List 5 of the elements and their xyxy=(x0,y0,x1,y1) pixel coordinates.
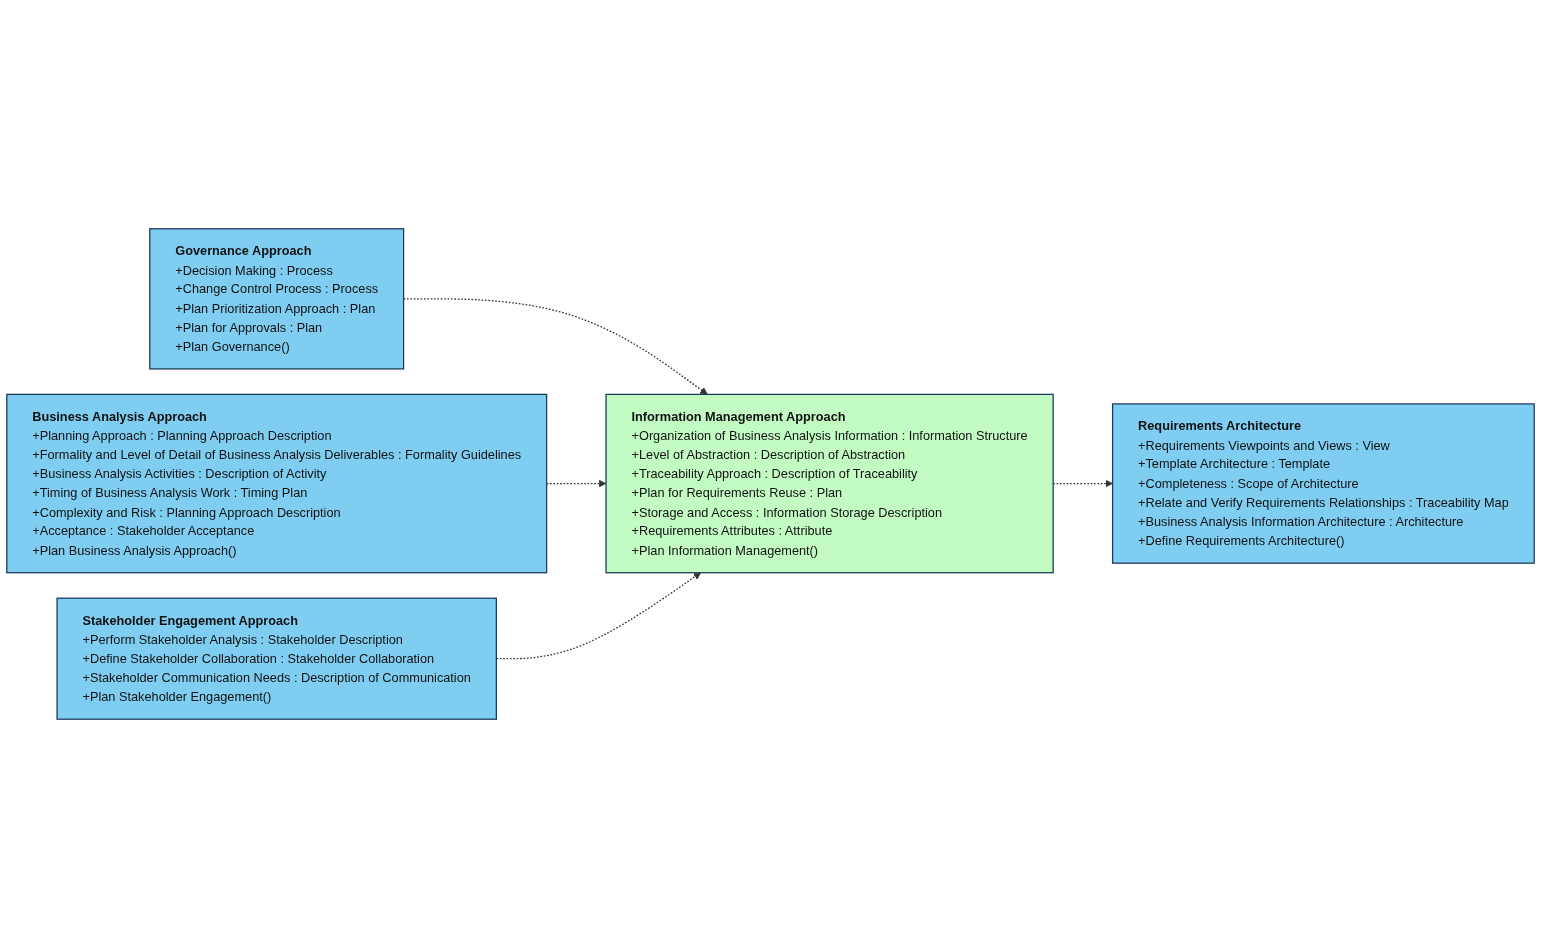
node-box: Requirements Architecture +Requirements Viewpoints and Views : View +Template Architecture : Template +Completeness : Scope of Architecture +Relate and Verify Requirements Relationships : Traceability Map +Business Analysis Information Architecture : Architecture +Define Requirements Architecture() xyxy=(1111,403,1535,564)
node-box: Information Management Approach +Organization of Business Analysis Information : Information Structure +Level of Abstraction : Description of Abstraction +Traceability Approach : Description of Traceability +Plan for Requirements Reuse : Plan +Storage and Access : Information Storage Description +Requirements Attributes : Attribute +Plan Information Management() xyxy=(605,393,1054,574)
node-box: Governance Approach +Decision Making : Process +Change Control Process : Process +Plan Prioritization Approach : Plan +Plan for Approvals : Plan +Plan Governance() xyxy=(149,228,405,370)
node-box: Stakeholder Engagement Approach +Perform Stakeholder Analysis : Stakeholder Description +Define Stakeholder Collaboration : Stakeholder Collaboration +Stakeholder Communication Needs : Description of Communication +Plan Stakeholder Engagement() xyxy=(56,597,497,720)
node-box: Business Analysis Approach +Planning Approach : Planning Approach Description +Formality and Level of Detail of Business Analysis Deliverables : Formality Guidelines +Business Analysis Activities : Description of Activity +Timing of Business Analysis Work : Timing Plan +Complexity and Risk : Planning Approach Description +Acceptance : Stakeholder Acceptance +Plan Business Analysis Approach() xyxy=(6,393,548,574)
